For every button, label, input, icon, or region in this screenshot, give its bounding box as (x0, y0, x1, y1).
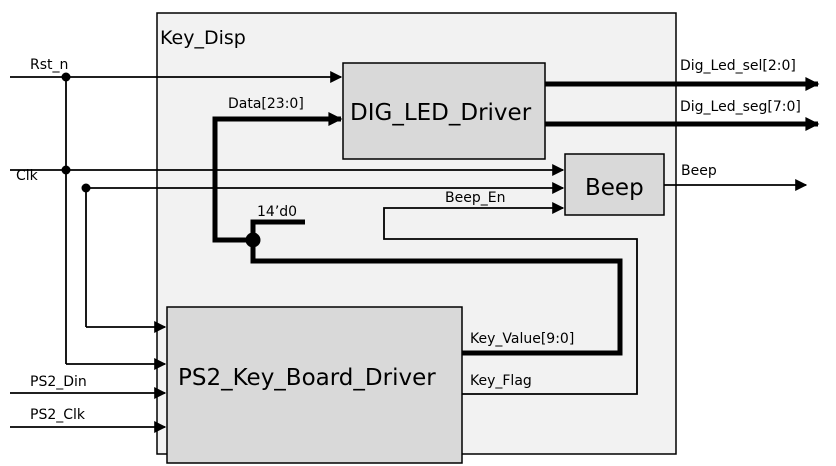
key-value-bus (250, 240, 623, 356)
rst-n-label: Rst_n (30, 57, 68, 73)
clk-junction (61, 165, 71, 175)
ps2-clk-label: PS2_Clk (30, 407, 86, 423)
beep-out-label: Beep (681, 163, 717, 179)
dig-led-seg-label: Dig_Led_seg[7:0] (680, 99, 801, 115)
ps2-driver-block (166, 306, 463, 464)
data-bus (212, 112, 343, 243)
dig-led-sel-label: Dig_Led_sel[2:0] (680, 58, 796, 74)
beep-block (564, 153, 665, 216)
dig-led-driver-block (342, 62, 546, 160)
ps2-driver-label: PS2_Key_Board_Driver (178, 365, 436, 391)
key-flag-label: Key_Flag (470, 373, 532, 389)
data-label: Data[23:0] (228, 96, 304, 112)
key-disp-title: Key_Disp (160, 27, 246, 49)
key-value-label: Key_Value[9:0] (470, 331, 574, 347)
key-flag-wire (383, 202, 638, 395)
ps2-din-label: PS2_Din (30, 374, 87, 390)
rst-n-junction (61, 72, 71, 82)
dig-led-driver-label: DIG_LED_Driver (350, 100, 532, 126)
clk-label: Clk (16, 168, 39, 184)
beep-en-label: Beep_En (445, 190, 505, 206)
beep-label: Beep (585, 175, 644, 201)
const-label: 14’d0 (257, 204, 297, 220)
